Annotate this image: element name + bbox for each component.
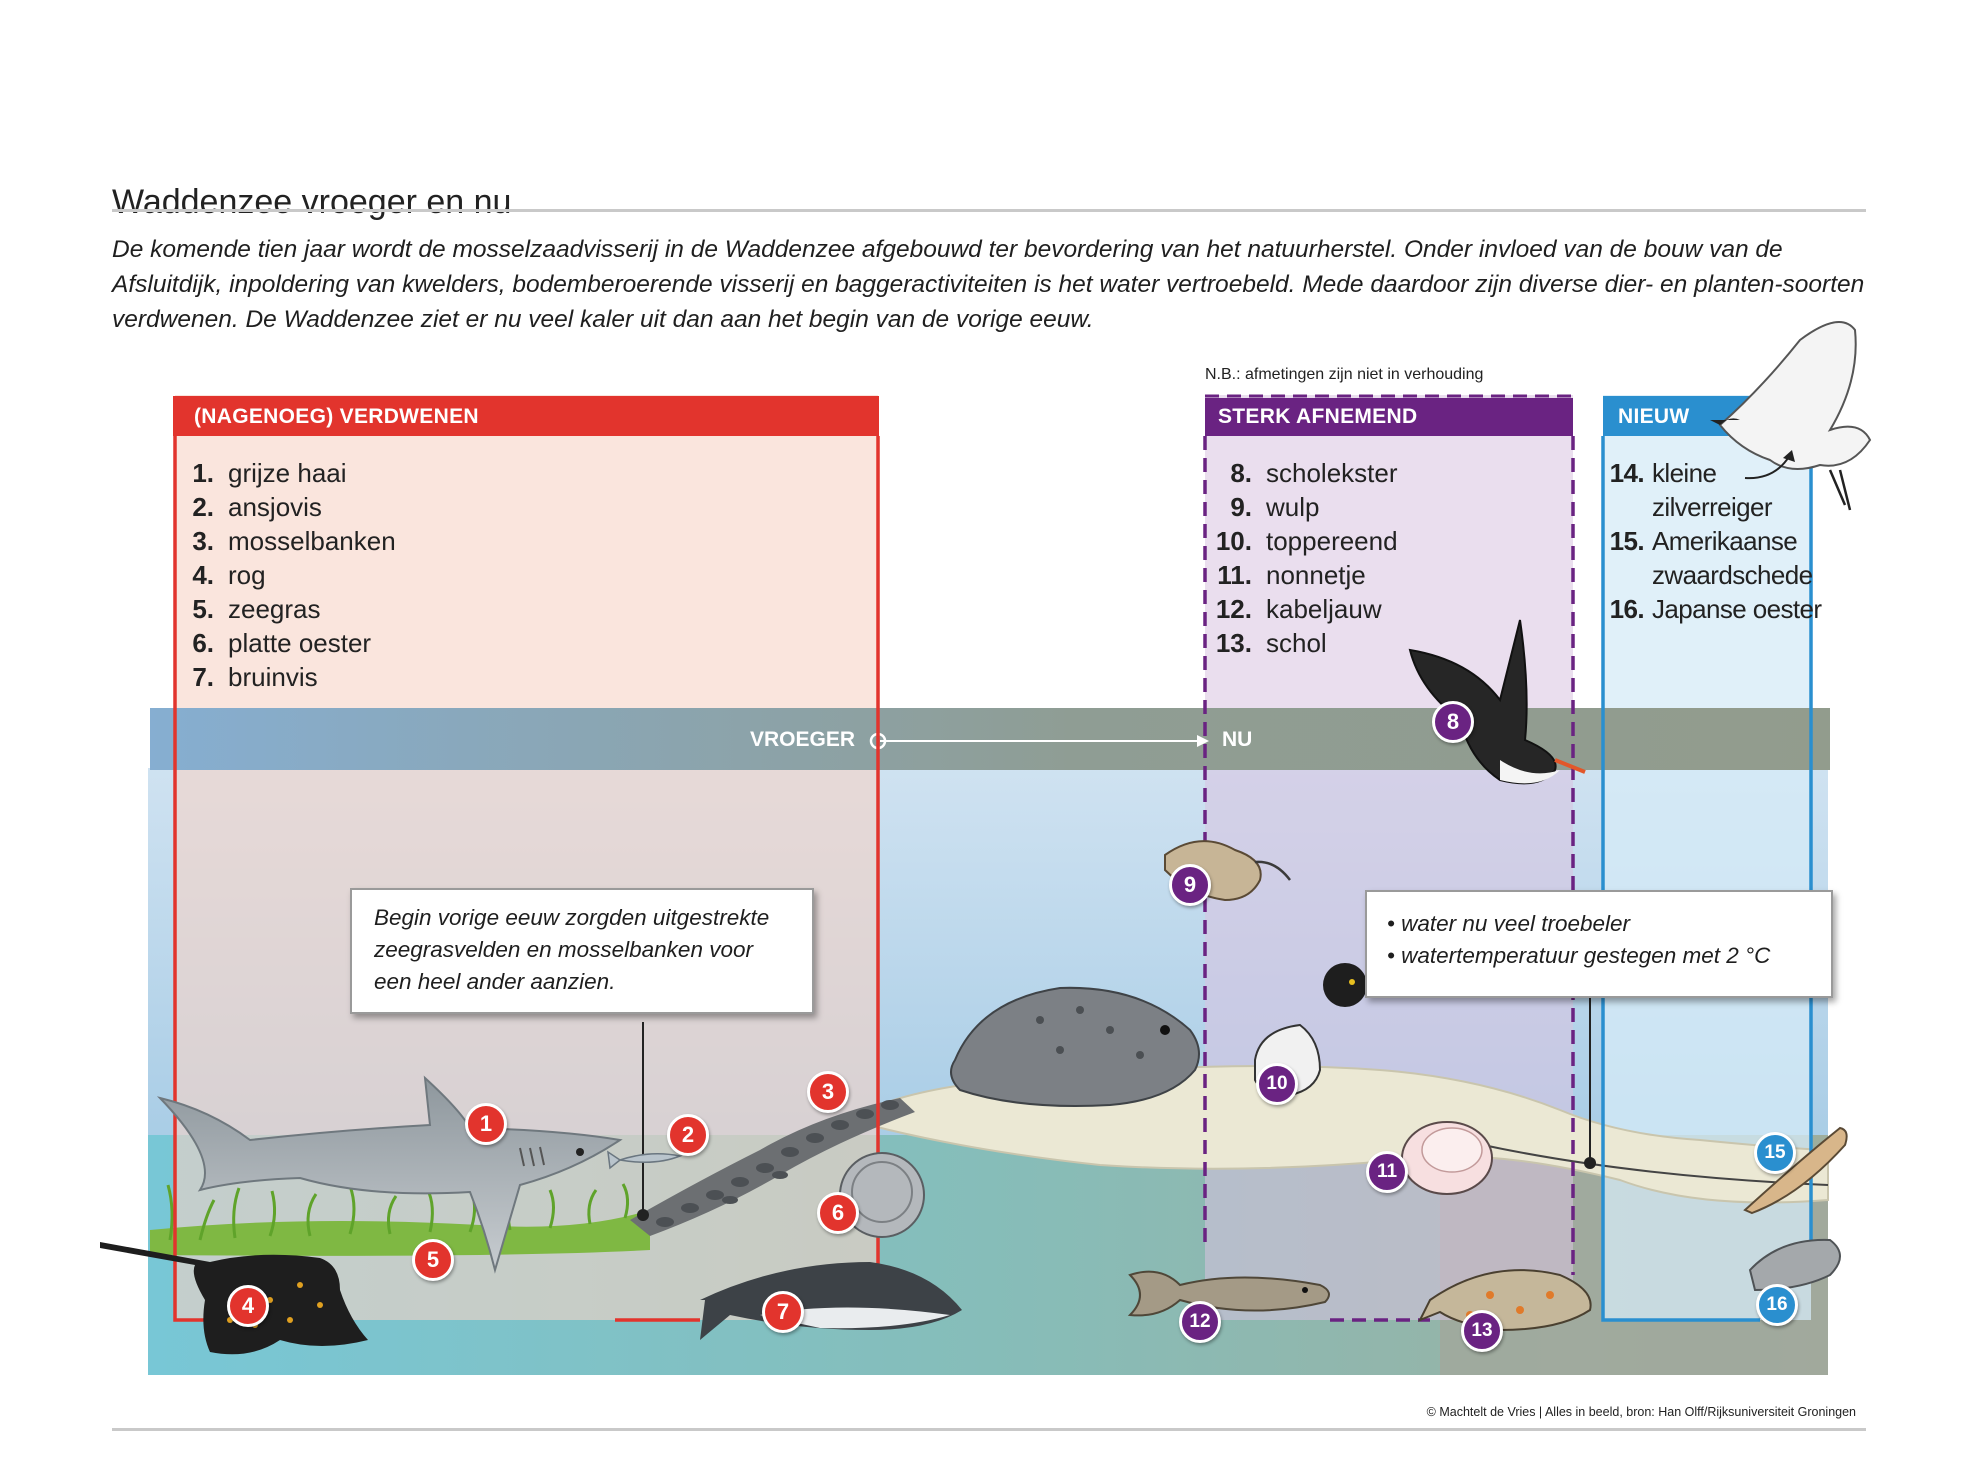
callout-nu: • water nu veel troebeler • watertempera… — [1365, 890, 1833, 998]
intro-paragraph: De komende tien jaar wordt de mosselzaad… — [112, 236, 1865, 333]
number-badge-11: 11 — [1366, 1151, 1408, 1193]
credit-line: © Machtelt de Vries | Alles in beeld, br… — [1426, 1405, 1856, 1419]
scale-note: N.B.: afmetingen zijn niet in verhouding — [1205, 366, 1484, 383]
list-item: 11.nonnetje — [1217, 560, 1366, 590]
seagrass-bed — [150, 1210, 650, 1256]
number-badge-4: 4 — [227, 1285, 269, 1327]
number-badge-6: 6 — [817, 1192, 859, 1234]
seal — [950, 986, 1200, 1107]
list-item: 16.Japanse oester — [1609, 594, 1822, 624]
number-badge-2: 2 — [667, 1114, 709, 1156]
list-item: 15.Amerikaanse — [1609, 526, 1798, 556]
callout-vroeger-text: Begin vorige eeuw zorgden uitgestrekte z… — [374, 905, 770, 994]
verdwenen-list: 1.grijze haai 2.ansjovis 3.mosselbanken … — [190, 456, 396, 694]
page-title: Waddenzee vroeger en nu — [112, 182, 512, 221]
list-item: 8.scholekster — [1230, 458, 1398, 488]
callout-nu-line-2: • watertemperatuur gestegen met 2 °C — [1387, 943, 1771, 968]
mussel-texture — [656, 1100, 899, 1227]
number-badge-12: 12 — [1179, 1301, 1221, 1343]
egret-arrowhead — [1783, 450, 1795, 462]
tellin-shell — [1401, 1121, 1493, 1195]
nieuw-list: 14.kleine zilverreiger 15.Amerikaanse zw… — [1606, 456, 1822, 626]
list-item: 13.schol — [1215, 628, 1327, 658]
list-item: 5.zeegras — [192, 594, 321, 624]
list-item: 9.wulp — [1230, 492, 1320, 522]
timeline-label-nu: NU — [1222, 728, 1253, 751]
number-badge-3: 3 — [807, 1071, 849, 1113]
list-item: 3.mosselbanken — [192, 526, 396, 556]
number-badge-9: 9 — [1169, 864, 1211, 906]
callout-vroeger: Begin vorige eeuw zorgden uitgestrekte z… — [350, 888, 814, 1014]
number-badge-8: 8 — [1432, 701, 1474, 743]
afnemend-header: STERK AFNEMEND — [1218, 405, 1418, 428]
callout-vroeger-dot — [637, 1209, 649, 1221]
razor-clam — [1743, 1126, 1848, 1215]
list-item: 6.platte oester — [192, 628, 372, 658]
timeline-arrowhead — [1197, 735, 1209, 747]
list-item: zilverreiger — [1652, 492, 1773, 522]
number-badge-7: 7 — [762, 1291, 804, 1333]
list-item: 4.rog — [192, 560, 266, 590]
footer-divider — [112, 1428, 1866, 1431]
list-item: 10.toppereend — [1215, 526, 1398, 556]
oystercatcher — [1408, 619, 1586, 785]
nieuw-header: NIEUW — [1618, 405, 1690, 428]
number-badge-10: 10 — [1256, 1063, 1298, 1105]
number-badge-13: 13 — [1461, 1310, 1503, 1352]
timeline-label-vroeger: VROEGER — [750, 728, 856, 751]
list-item: 12.kabeljauw — [1215, 594, 1382, 624]
list-item: zwaardschede — [1652, 560, 1813, 590]
list-item: 2.ansjovis — [192, 492, 322, 522]
number-badge-5: 5 — [412, 1239, 454, 1281]
list-item: 14.kleine — [1609, 458, 1717, 488]
title-divider — [112, 209, 1866, 212]
little-egret — [1710, 321, 1872, 511]
timeline-band — [150, 708, 1830, 770]
verdwenen-frame — [173, 396, 880, 1322]
cod — [1127, 1270, 1330, 1317]
callout-nu-dot — [1584, 1157, 1596, 1169]
list-item: 7.bruinvis — [192, 662, 318, 692]
verdwenen-header: (NAGENOEG) VERDWENEN — [194, 405, 479, 428]
afnemend-frame — [1203, 394, 1575, 1322]
number-badge-16: 16 — [1756, 1284, 1798, 1326]
anchovy — [607, 1150, 683, 1170]
grey-shark — [156, 1075, 623, 1274]
list-item: 1.grijze haai — [192, 458, 347, 488]
number-badge-1: 1 — [465, 1103, 507, 1145]
afnemend-list: 8.scholekster 9.wulp 10.toppereend 11.no… — [1212, 456, 1398, 660]
callout-nu-line-1: • water nu veel troebeler — [1387, 911, 1631, 936]
number-badge-15: 15 — [1754, 1132, 1796, 1174]
